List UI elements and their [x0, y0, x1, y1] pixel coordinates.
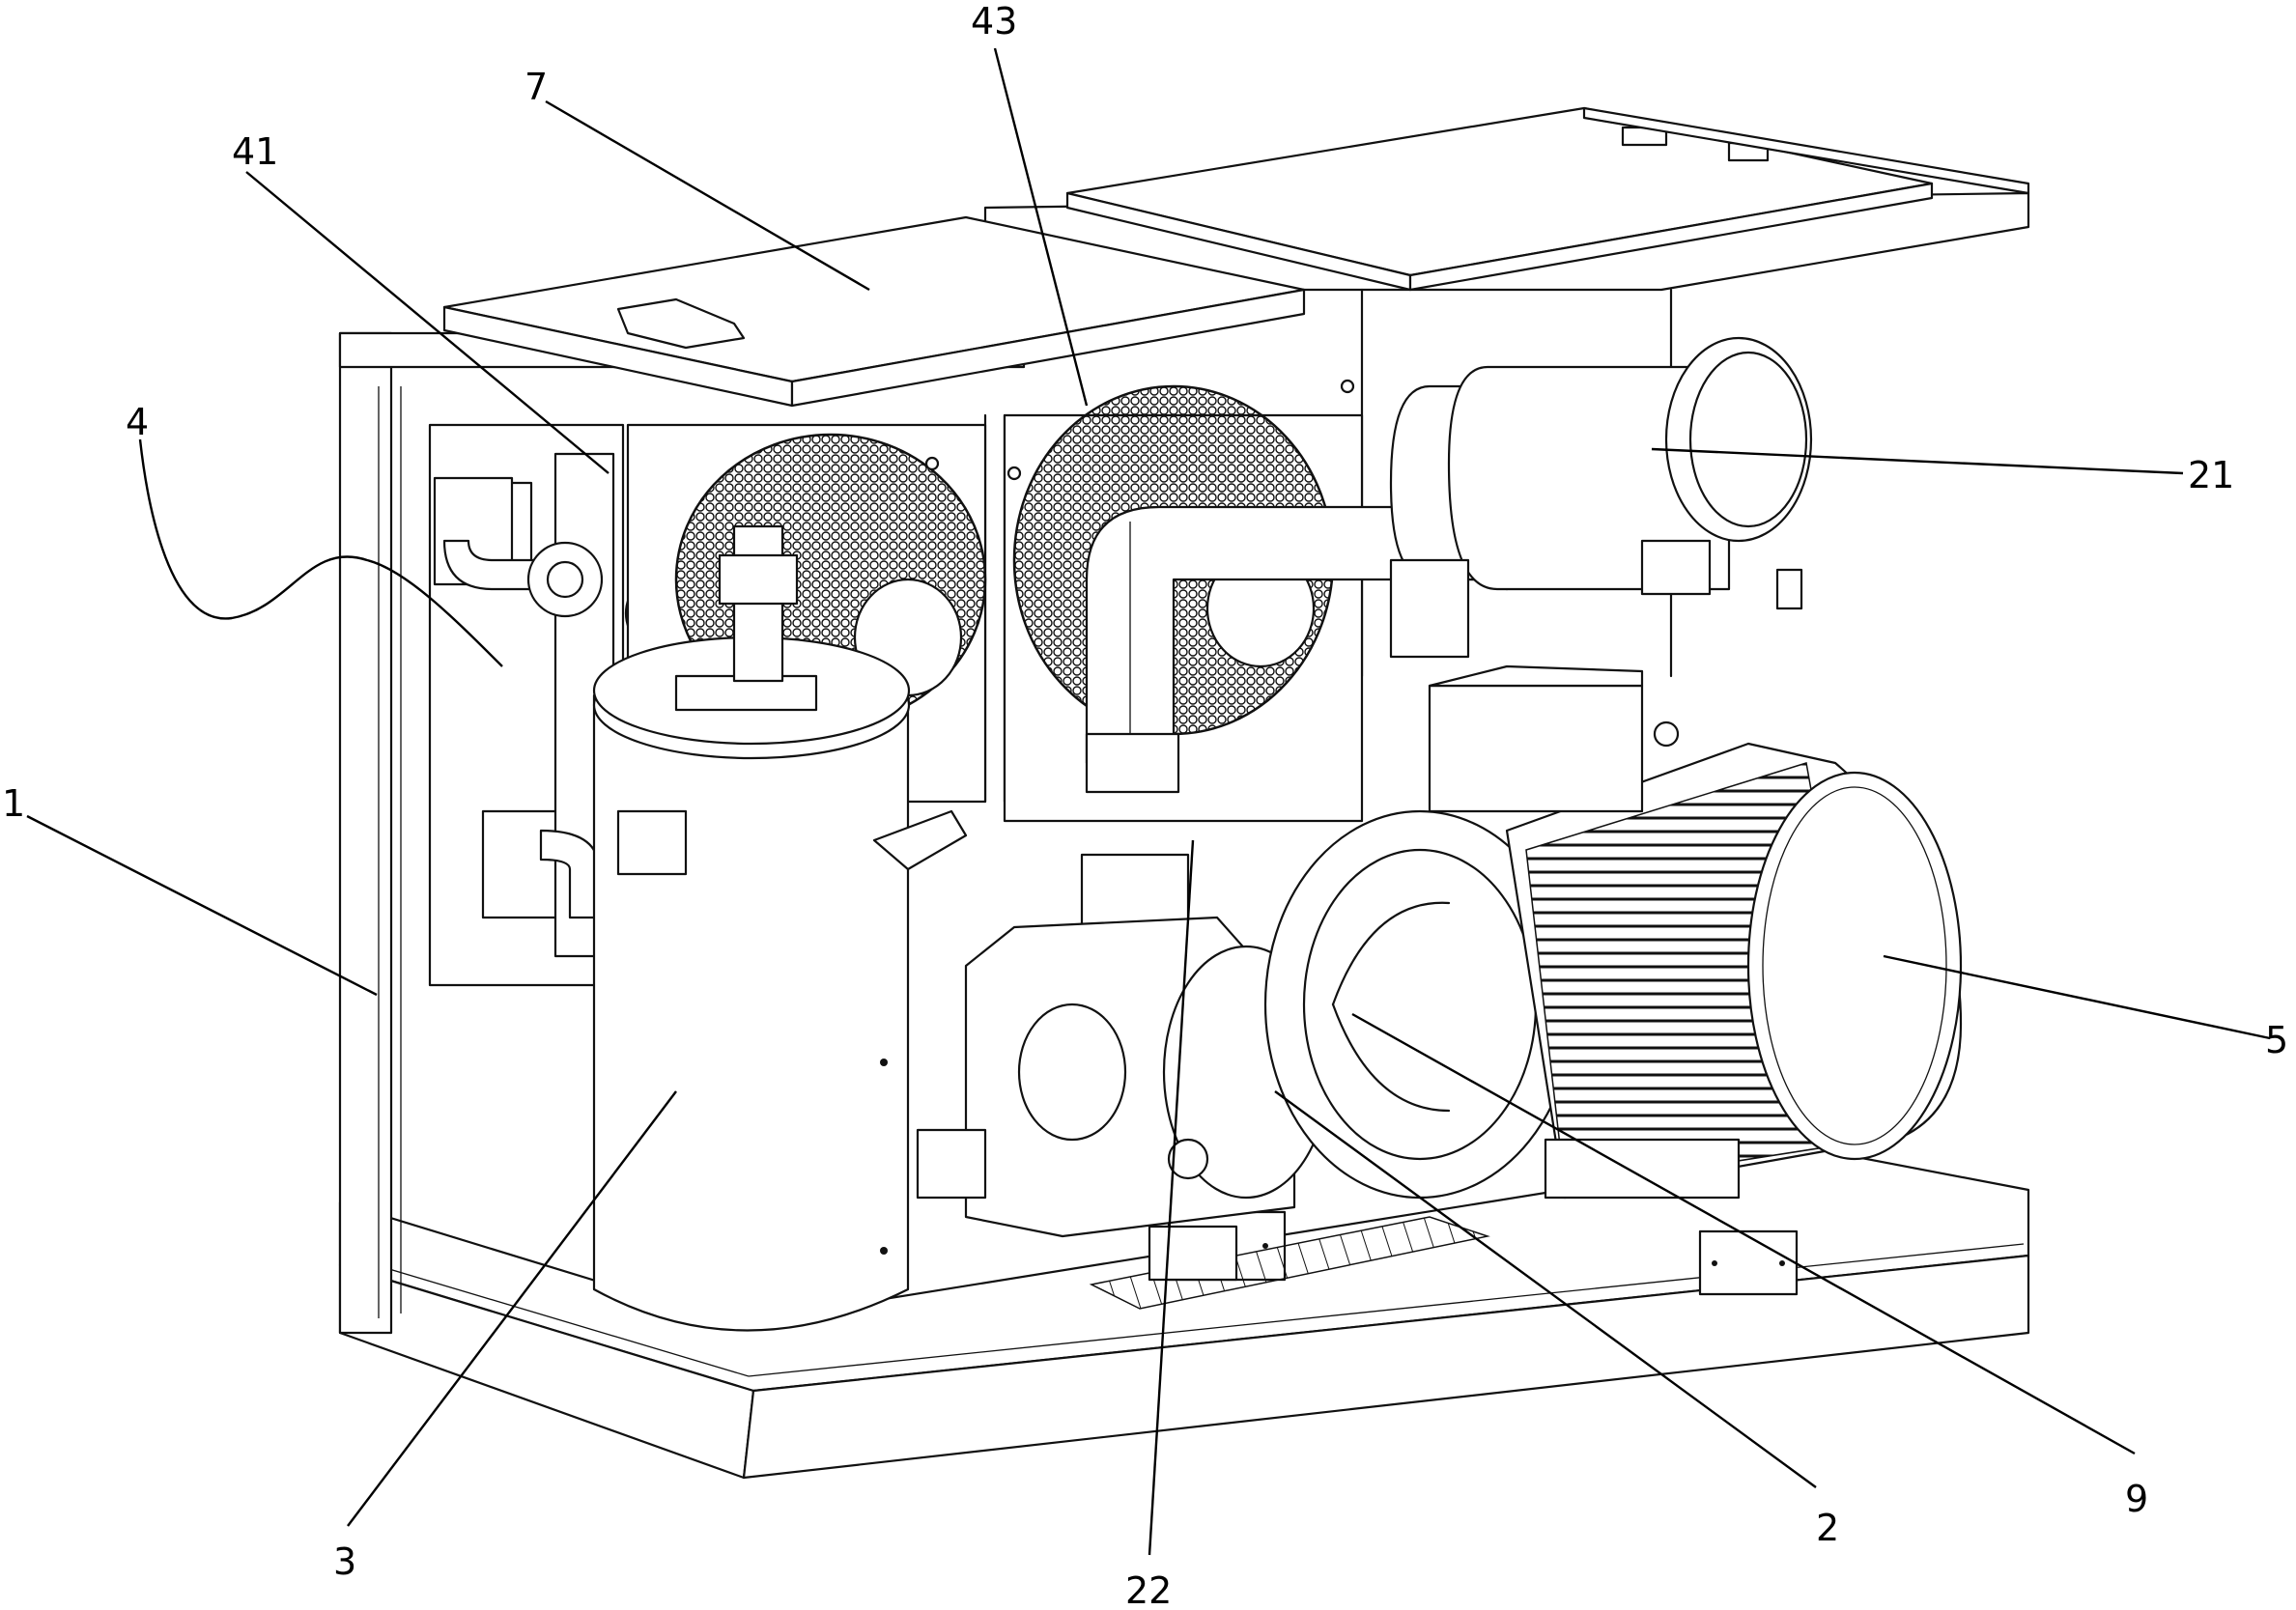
leader-1: [27, 816, 377, 995]
label-9: 9: [2125, 1478, 2148, 1520]
air-filter: [1391, 338, 1811, 657]
label-4: 4: [126, 401, 149, 443]
label-22: 22: [1125, 1569, 1172, 1610]
label-5: 5: [2265, 1019, 2288, 1061]
label-1: 1: [2, 782, 25, 825]
label-3: 3: [333, 1540, 356, 1583]
label-21: 21: [2188, 454, 2234, 496]
label-43: 43: [971, 0, 1017, 42]
label-2: 2: [1816, 1507, 1839, 1549]
label-41: 41: [232, 130, 278, 173]
label-7: 7: [524, 66, 548, 108]
